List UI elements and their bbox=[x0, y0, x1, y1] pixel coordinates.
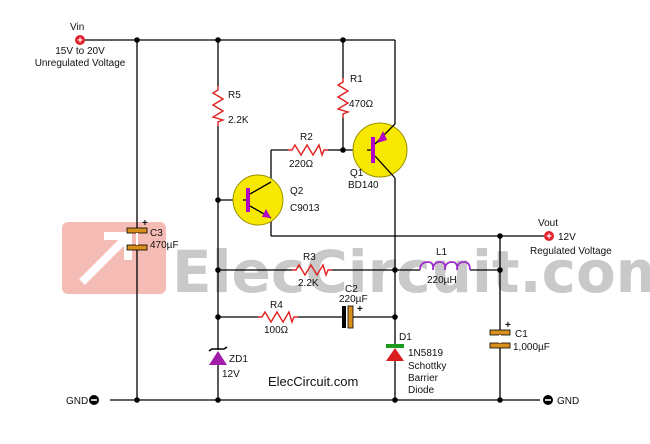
zener-zd1-icon bbox=[208, 346, 228, 365]
diode-d1: D1 1N5819 Schottky Barrier Diode bbox=[386, 332, 446, 396]
c3-value-label: 470µF bbox=[150, 240, 179, 251]
capacitor-c1: + C1 1,000µF bbox=[489, 320, 550, 353]
watermark-text: ElecCircuit.com bbox=[172, 238, 650, 306]
vout-terminal-icon bbox=[544, 231, 554, 241]
vin-desc-label: Unregulated Voltage bbox=[35, 58, 126, 69]
watermark: ElecCircuit.com bbox=[62, 222, 650, 306]
c3-plus-label: + bbox=[142, 218, 148, 229]
inductor-l1: L1 220µH bbox=[419, 247, 471, 286]
watermark-logo-icon bbox=[62, 222, 166, 294]
transistor-q2-icon bbox=[232, 174, 284, 226]
transistor-q2: Q2 C9013 bbox=[232, 174, 320, 226]
vin-terminal-plus: + bbox=[77, 36, 83, 47]
resistor-r1-icon bbox=[336, 78, 351, 118]
q1-part-label: BD140 bbox=[348, 180, 379, 191]
vout-label: Vout bbox=[538, 218, 558, 229]
d1-line4-label: Diode bbox=[408, 385, 435, 396]
c1-plus-label: + bbox=[505, 320, 511, 331]
c1-name-label: C1 bbox=[515, 329, 528, 340]
resistor-r3-icon bbox=[292, 263, 332, 278]
q2-name-label: Q2 bbox=[290, 186, 304, 197]
junction-dots bbox=[134, 37, 503, 403]
vout-terminal: + Vout 12V Regulated Voltage bbox=[530, 218, 612, 257]
capacitor-c2: + C2 220µF bbox=[339, 284, 368, 329]
vin-terminal: + Vin 15V to 20V Unregulated Voltage bbox=[35, 22, 126, 69]
zener-zd1: ZD1 12V bbox=[208, 346, 248, 380]
resistor-r4: R4 100Ω bbox=[258, 300, 298, 336]
r1-name-label: R1 bbox=[350, 74, 363, 85]
vin-label: Vin bbox=[70, 22, 84, 33]
resistor-r5: R5 2.2K bbox=[211, 86, 249, 126]
inductor-l1-icon bbox=[419, 261, 471, 271]
resistor-r2-icon bbox=[288, 143, 328, 158]
r2-name-label: R2 bbox=[300, 132, 313, 143]
resistor-r1: R1 470Ω bbox=[336, 74, 374, 118]
transistor-q1-icon bbox=[352, 122, 408, 179]
capacitor-c2-icon bbox=[342, 305, 354, 329]
c2-name-label: C2 bbox=[345, 284, 358, 295]
zd1-value-label: 12V bbox=[222, 369, 240, 380]
gnd-right-label: GND bbox=[557, 396, 579, 407]
c3-name-label: C3 bbox=[150, 228, 163, 239]
vin-range-label: 15V to 20V bbox=[55, 46, 105, 57]
vout-desc-label: Regulated Voltage bbox=[530, 246, 612, 257]
r4-name-label: R4 bbox=[270, 300, 283, 311]
r3-name-label: R3 bbox=[303, 252, 316, 263]
r1-value-label: 470Ω bbox=[349, 99, 374, 110]
d1-line2-label: Schottky bbox=[408, 361, 446, 372]
c2-plus-label: + bbox=[357, 304, 363, 315]
r5-value-label: 2.2K bbox=[228, 115, 249, 126]
wiring bbox=[80, 39, 544, 401]
diode-d1-icon bbox=[386, 344, 404, 361]
zd1-name-label: ZD1 bbox=[229, 354, 248, 365]
resistor-r4-icon bbox=[258, 310, 298, 325]
q1-name-label: Q1 bbox=[350, 168, 364, 179]
d1-name-label: D1 bbox=[399, 332, 412, 343]
d1-part-label: 1N5819 bbox=[408, 348, 443, 359]
resistor-r3: R3 2.2K bbox=[292, 252, 332, 289]
transistor-q1: Q1 BD140 bbox=[348, 122, 408, 191]
capacitor-c1-icon bbox=[489, 329, 511, 349]
r2-value-label: 220Ω bbox=[289, 159, 314, 170]
vout-terminal-plus: + bbox=[546, 232, 552, 243]
r4-value-label: 100Ω bbox=[264, 325, 289, 336]
r3-value-label: 2.2K bbox=[298, 278, 319, 289]
resistor-r2: R2 220Ω bbox=[288, 132, 328, 170]
r5-name-label: R5 bbox=[228, 90, 241, 101]
site-label: ElecCircuit.com bbox=[268, 374, 358, 389]
vin-terminal-icon bbox=[75, 35, 85, 45]
gnd-terminal-left: GND bbox=[66, 395, 99, 407]
l1-name-label: L1 bbox=[436, 247, 448, 258]
vout-value-label: 12V bbox=[558, 232, 576, 243]
d1-line3-label: Barrier bbox=[408, 373, 439, 384]
c2-value-label: 220µF bbox=[339, 294, 368, 305]
q2-part-label: C9013 bbox=[290, 203, 320, 214]
capacitor-c3-icon bbox=[126, 227, 148, 251]
gnd-left-label: GND bbox=[66, 396, 88, 407]
l1-value-label: 220µH bbox=[427, 275, 457, 286]
capacitor-c3: + C3 470µF bbox=[126, 218, 179, 251]
c1-value-label: 1,000µF bbox=[513, 342, 550, 353]
gnd-terminal-right: GND bbox=[543, 395, 579, 407]
resistor-r5-icon bbox=[211, 86, 226, 126]
